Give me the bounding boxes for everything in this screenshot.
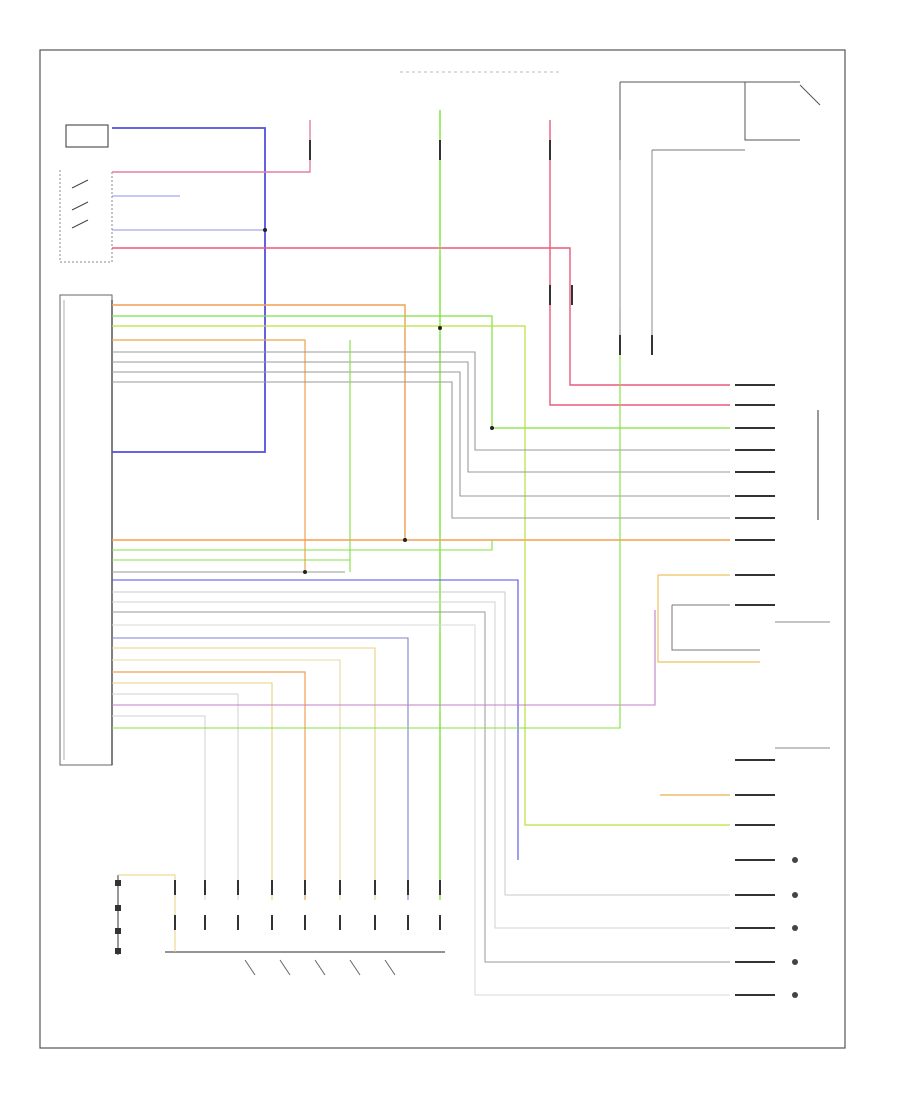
wire-light-5 — [112, 715, 206, 900]
wire-orange-1 — [112, 304, 730, 541]
wire-gray-right-1 — [671, 604, 760, 651]
wire-yellow-1 — [112, 647, 376, 900]
wire-light-1 — [112, 591, 730, 896]
wire-blue-loop — [112, 127, 266, 453]
wire-purple-2 — [112, 610, 656, 706]
wire-light-3 — [112, 624, 730, 996]
gear-indicator-lamps — [792, 857, 798, 998]
tcm-housing — [59, 294, 113, 766]
wire-green-4 — [112, 540, 493, 551]
top-fuse-connectors — [309, 140, 653, 355]
wire-light-4 — [112, 693, 239, 900]
wire-gray-1 — [112, 351, 730, 451]
wire-red-pink-long — [112, 247, 730, 386]
wire-light-2 — [112, 601, 730, 929]
wire-blue-2 — [112, 579, 519, 860]
wire-pink-top — [112, 120, 311, 173]
top-left-module-box — [65, 124, 109, 148]
wire-red-pink-2 — [549, 120, 730, 406]
wire-green-1 — [112, 315, 730, 429]
fuse-box-connectors — [174, 880, 441, 930]
dlc-pins — [115, 880, 121, 954]
wire-yellow-right-1 — [657, 574, 760, 663]
wire-yellow-2 — [112, 659, 341, 900]
diagram-frame — [39, 49, 846, 1049]
wire-green-2 — [112, 325, 730, 826]
right-terminal-connectors — [735, 384, 775, 996]
fuse-box-switch-symbols — [244, 959, 396, 976]
right-top-switch — [619, 81, 821, 160]
wire-orange-4 — [112, 671, 306, 900]
wire-gray-6 — [112, 611, 730, 963]
wire-gray-4 — [112, 381, 730, 519]
wire-green-6 — [112, 310, 621, 729]
switch-contacts — [71, 179, 89, 229]
wire-purple-1 — [112, 637, 409, 900]
wire-yellow-3 — [112, 682, 273, 900]
wire-gray-2 — [112, 361, 730, 473]
splice-dots — [263, 228, 494, 574]
wire-dlc-1 — [118, 874, 176, 952]
wire-orange-2 — [112, 339, 306, 572]
auto-trans-switch-housing — [59, 170, 113, 263]
wire-gray-3 — [112, 371, 730, 497]
